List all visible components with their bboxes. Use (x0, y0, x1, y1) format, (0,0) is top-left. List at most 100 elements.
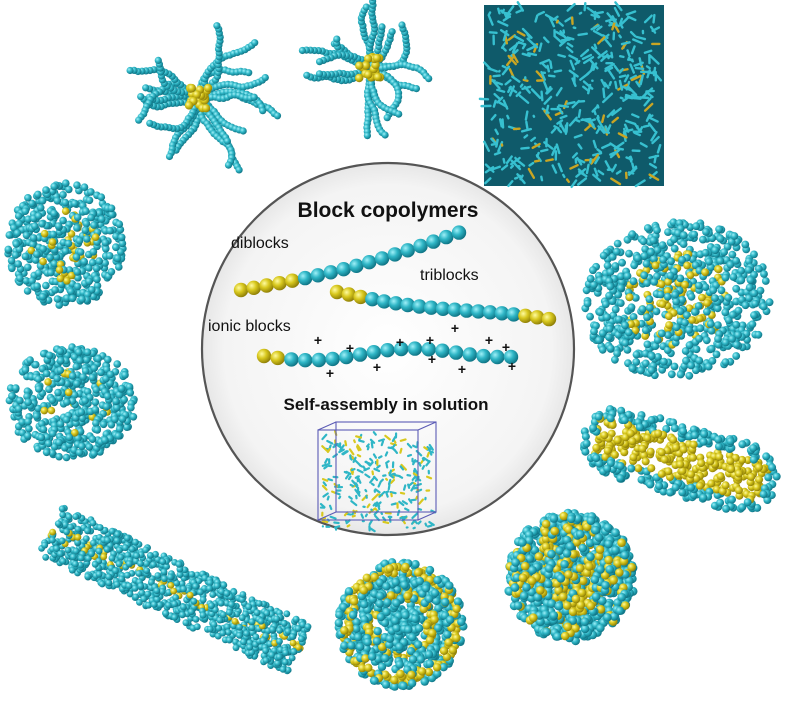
strand (523, 134, 529, 139)
bead (641, 457, 650, 466)
bead (41, 541, 49, 549)
strand (551, 145, 557, 157)
strand (540, 148, 549, 153)
bead (753, 483, 761, 492)
bead (105, 252, 114, 260)
strand (571, 152, 579, 159)
bead (652, 307, 661, 316)
strand (621, 85, 633, 92)
strand (643, 102, 654, 112)
bead (759, 490, 768, 499)
bead (115, 263, 123, 271)
bead (695, 334, 703, 343)
strand (512, 53, 519, 64)
bead (417, 667, 427, 676)
strand (622, 96, 629, 102)
bead (632, 350, 641, 359)
strand (631, 113, 640, 119)
bead (106, 226, 114, 235)
strand (484, 166, 495, 174)
strand (583, 1, 587, 12)
bead (745, 283, 754, 292)
bead (245, 69, 253, 77)
bead (641, 349, 650, 358)
bead (391, 578, 400, 587)
bead (150, 561, 157, 568)
bead (44, 439, 53, 448)
bead (381, 680, 391, 689)
bead (452, 604, 461, 613)
bead (605, 325, 614, 333)
strand (586, 6, 591, 11)
bead (87, 213, 95, 222)
bead (420, 677, 429, 686)
strand (601, 143, 612, 150)
strand (558, 121, 566, 133)
bead (401, 562, 410, 572)
bead (671, 290, 679, 299)
bead (685, 304, 694, 313)
bead (18, 418, 27, 426)
bead (73, 224, 81, 232)
bead (664, 331, 672, 339)
bead (54, 222, 63, 230)
bead (686, 271, 695, 280)
bead (754, 264, 763, 273)
bead (627, 464, 636, 473)
bead (690, 431, 699, 440)
strand (625, 10, 637, 16)
strand (565, 46, 574, 54)
bead (378, 23, 386, 31)
bead (453, 597, 463, 606)
bead (39, 349, 48, 358)
bead (743, 456, 752, 465)
bead (113, 360, 121, 368)
bead (694, 302, 703, 310)
bead (75, 348, 83, 356)
bead (625, 293, 634, 302)
strand (493, 151, 502, 156)
bead (137, 560, 144, 567)
strand (648, 162, 658, 169)
bead (629, 277, 638, 286)
bead (600, 431, 609, 440)
bead (24, 263, 32, 272)
bead (8, 264, 16, 273)
bead (97, 368, 105, 377)
bead (61, 198, 70, 207)
bead (250, 93, 258, 101)
bead (59, 216, 67, 225)
bead (592, 443, 601, 452)
bead (104, 536, 111, 544)
strand (501, 65, 511, 76)
bead (27, 246, 36, 255)
bead (699, 235, 707, 244)
bead (192, 582, 200, 590)
bead (46, 253, 54, 262)
bead (153, 587, 161, 595)
bead (61, 247, 70, 255)
bead (653, 226, 661, 235)
bead (122, 544, 129, 552)
bead (617, 278, 626, 286)
bead (726, 260, 735, 269)
bead (62, 453, 71, 462)
strand (618, 74, 627, 79)
bead (62, 415, 71, 424)
strand (525, 120, 529, 130)
bead (14, 212, 23, 220)
strand (502, 29, 508, 42)
bead (12, 384, 20, 392)
bead (669, 218, 678, 227)
bead (598, 329, 607, 338)
bead (82, 219, 91, 228)
bead (88, 435, 97, 444)
bead (678, 295, 687, 304)
bead (273, 112, 282, 120)
strand (652, 13, 656, 24)
bead (601, 300, 610, 309)
bead (369, 0, 377, 5)
strand (596, 148, 603, 154)
bead (726, 437, 735, 446)
bead (31, 256, 40, 264)
